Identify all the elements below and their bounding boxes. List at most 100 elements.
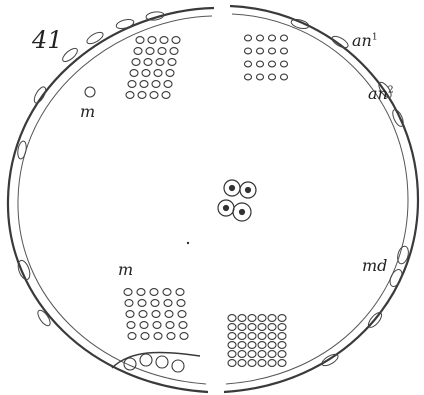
cell-upper-right (269, 35, 276, 41)
cell-upper-left (158, 48, 166, 55)
cell-upper-left (126, 92, 134, 99)
cell-lower-right (278, 315, 286, 322)
cell-lower-left (177, 300, 185, 307)
cell-lower-right (278, 360, 286, 367)
cell-lower-right (228, 315, 236, 322)
cell-lower-right (238, 360, 246, 367)
cell-upper-right (257, 61, 264, 67)
cell-upper-left (156, 59, 164, 66)
cell-upper-left (154, 70, 162, 77)
cell-upper-left (172, 37, 180, 44)
label-m-upper: m (80, 104, 95, 120)
cell-lower-left (178, 311, 186, 318)
cell-upper-left (146, 48, 154, 55)
cell-lower-right (258, 315, 266, 322)
cell-lower-left (166, 322, 174, 329)
cell-lower-left (128, 333, 136, 340)
cell-lower-left (124, 289, 132, 296)
label-md: md (362, 258, 387, 274)
cell-lower-left (138, 300, 146, 307)
cell-lower-left (176, 289, 184, 296)
cell-lower-left (127, 322, 135, 329)
cell-upper-right (245, 35, 252, 41)
cell-lower-left (153, 322, 161, 329)
cell-upper-right (257, 74, 264, 80)
cell-upper-right (269, 61, 276, 67)
cell-lower-right (238, 333, 246, 340)
cell-upper-right (257, 48, 264, 54)
cell-lower-right (258, 324, 266, 331)
right-hemisphere-wall (224, 6, 418, 392)
right-hemisphere-inner-wall (226, 14, 408, 384)
cell-lower-right (248, 360, 256, 367)
cell-lower-right (248, 315, 256, 322)
cell-upper-left (152, 81, 160, 88)
cell-lower-left (163, 289, 171, 296)
cell-lower-right (278, 342, 286, 349)
cell-lower-right (238, 342, 246, 349)
cell-lower-right (228, 333, 236, 340)
cell-lower-left (141, 333, 149, 340)
left-hemisphere-wall (8, 8, 214, 392)
cell-upper-right (269, 74, 276, 80)
cell-lower-right (258, 342, 266, 349)
cell-lower-right (278, 351, 286, 358)
cell-upper-left (168, 59, 176, 66)
cell-upper-right (281, 35, 288, 41)
cell-lower-right (268, 315, 276, 322)
cell-lower-left (125, 300, 133, 307)
cell-m (85, 87, 95, 97)
cell-upper-right (281, 74, 288, 80)
label-an2: an2 (368, 86, 394, 102)
cell-lower-left (140, 322, 148, 329)
cell-lower-right (258, 333, 266, 340)
cell-basal (172, 360, 184, 372)
cell-lower-right (278, 324, 286, 331)
cell-upper-right (245, 61, 252, 67)
cell-lower-right (248, 342, 256, 349)
cell-lower-left (154, 333, 162, 340)
cell-lower-right (228, 351, 236, 358)
cell-lower-right (278, 333, 286, 340)
cell-lower-left (126, 311, 134, 318)
cell-upper-left (134, 48, 142, 55)
cell-lower-right (238, 351, 246, 358)
cell-lower-left (137, 289, 145, 296)
cell-lower-right (228, 342, 236, 349)
cell-lower-left (167, 333, 175, 340)
cell-upper-left (150, 92, 158, 99)
cell-lower-right (268, 360, 276, 367)
cell-lower-right (228, 324, 236, 331)
cell-lower-right (238, 324, 246, 331)
label-an1: an1 (352, 33, 378, 49)
cell-lower-right (268, 333, 276, 340)
cell-upper-left (140, 81, 148, 88)
cell-upper-right (245, 74, 252, 80)
cell-upper-right (257, 35, 264, 41)
cell-lower-right (268, 351, 276, 358)
cell-lower-left (152, 311, 160, 318)
cell-lower-left (179, 322, 187, 329)
cell-upper-right (281, 61, 288, 67)
cell-upper-left (160, 37, 168, 44)
cell-upper-left (170, 48, 178, 55)
cell-lower-right (248, 351, 256, 358)
cell-upper-left (166, 70, 174, 77)
cell-lower-right (258, 360, 266, 367)
cell-upper-left (164, 81, 172, 88)
cell-lower-left (151, 300, 159, 307)
central-cell-cluster (218, 180, 256, 221)
cell-upper-right (281, 48, 288, 54)
figure-number: 41 (32, 28, 63, 52)
cell-lower-right (238, 315, 246, 322)
cell-upper-right (269, 48, 276, 54)
cell-upper-left (142, 70, 150, 77)
cell-lower-right (248, 324, 256, 331)
cell-upper-left (162, 92, 170, 99)
cell-lower-left (180, 333, 188, 340)
cell-lower-left (139, 311, 147, 318)
cell-upper-left (144, 59, 152, 66)
cell-upper-left (136, 37, 144, 44)
